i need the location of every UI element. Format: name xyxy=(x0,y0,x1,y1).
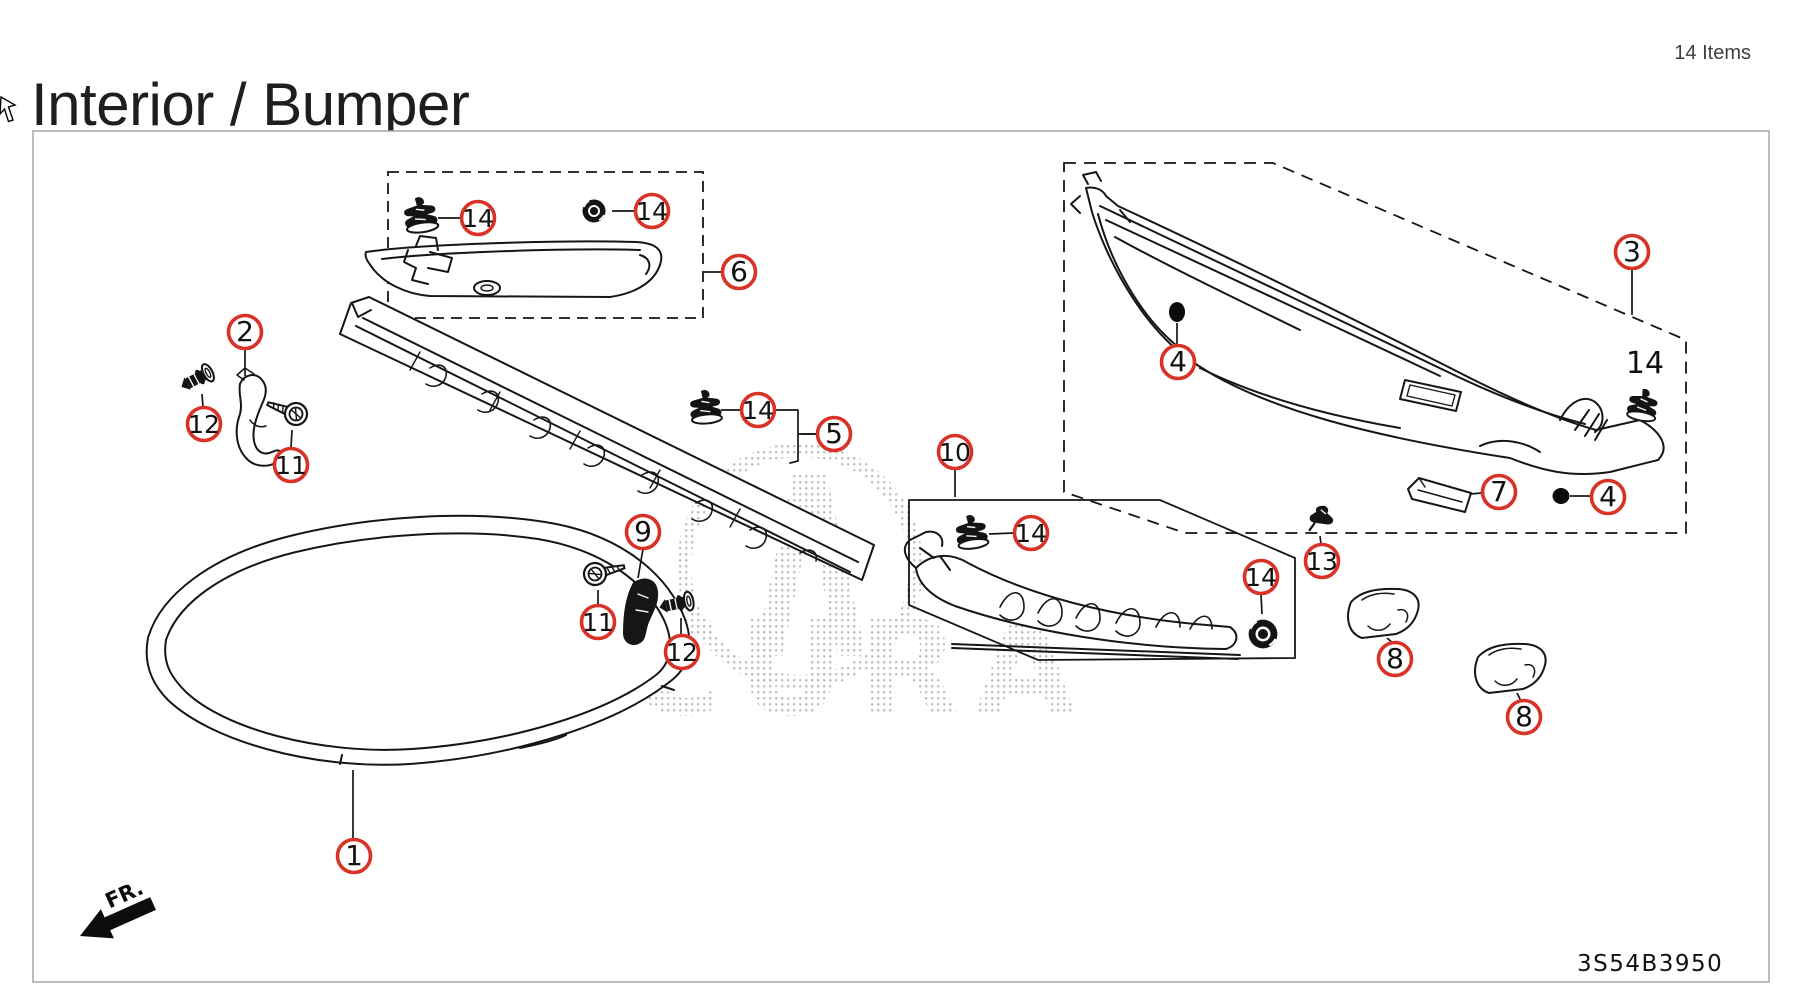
svg-text:2: 2 xyxy=(236,315,254,348)
svg-text:3: 3 xyxy=(1623,235,1641,268)
svg-text:7: 7 xyxy=(1490,475,1508,508)
callout-8[interactable]: 8 xyxy=(1505,692,1543,736)
callout-14[interactable]: 14 xyxy=(721,391,777,429)
callout-13[interactable]: 13 xyxy=(1303,535,1341,580)
callout-2[interactable]: 2 xyxy=(226,313,264,376)
callout-11[interactable]: 11 xyxy=(272,429,310,484)
page-title: Interior / Bumper xyxy=(31,71,470,139)
svg-text:12: 12 xyxy=(666,638,698,667)
svg-text:9: 9 xyxy=(634,515,652,548)
callout-5-bracket xyxy=(774,409,818,464)
part-7-drawing xyxy=(1407,477,1472,513)
callout-10[interactable]: 10 xyxy=(936,433,974,498)
callout-5[interactable]: 5 xyxy=(801,415,853,453)
svg-text:14: 14 xyxy=(1626,346,1664,381)
group-boxes xyxy=(387,162,1687,661)
svg-text:8: 8 xyxy=(1386,642,1404,675)
callout-7[interactable]: 7 xyxy=(1469,473,1518,511)
svg-text:14: 14 xyxy=(1015,519,1047,548)
svg-text:5: 5 xyxy=(825,417,843,450)
part-2-drawing xyxy=(235,367,283,467)
callout-4[interactable]: 4 xyxy=(1570,478,1627,516)
svg-text:11: 11 xyxy=(582,608,614,637)
callout-9[interactable]: 9 xyxy=(624,513,662,579)
grommet-4-b xyxy=(1552,488,1570,504)
grommet-14-e xyxy=(1247,618,1279,650)
callout-1[interactable]: 1 xyxy=(335,770,373,875)
callout-14[interactable]: 14 xyxy=(988,514,1050,552)
part-9-drawing xyxy=(623,578,659,645)
svg-text:6: 6 xyxy=(730,255,748,288)
part-5-drawing xyxy=(339,296,875,581)
callout-11[interactable]: 11 xyxy=(579,590,617,641)
svg-text:4: 4 xyxy=(1169,345,1187,378)
group-box-3 xyxy=(1063,162,1687,534)
diagram-code: 3S54B3950 xyxy=(1577,951,1723,977)
callout-14[interactable]: 14 xyxy=(1242,558,1280,615)
callout-4[interactable]: 4 xyxy=(1159,323,1197,381)
svg-text:8: 8 xyxy=(1515,700,1533,733)
acura-caliper-mark xyxy=(754,472,866,656)
part-8-drawing xyxy=(1347,587,1420,639)
svg-text:10: 10 xyxy=(939,438,971,467)
part-6-drawing xyxy=(364,235,663,298)
part-8b-drawing xyxy=(1474,642,1547,694)
svg-text:12: 12 xyxy=(188,410,220,439)
svg-text:14: 14 xyxy=(462,204,494,233)
grommet-4-a xyxy=(1169,302,1185,322)
acura-ring-logo xyxy=(677,443,923,689)
svg-text:14: 14 xyxy=(1245,563,1277,592)
callout-8[interactable]: 8 xyxy=(1376,637,1414,678)
callout-12[interactable]: 12 xyxy=(185,393,223,443)
svg-text:11: 11 xyxy=(275,451,307,480)
svg-text:4: 4 xyxy=(1599,480,1617,513)
mouse-cursor xyxy=(0,95,17,123)
items-count: 14 Items xyxy=(1674,42,1751,64)
callout-14[interactable]: 14 xyxy=(612,192,671,230)
svg-text:1: 1 xyxy=(345,839,363,872)
group-box-10 xyxy=(908,499,1296,661)
grommet-14-b xyxy=(581,198,607,224)
callout-6[interactable]: 6 xyxy=(704,253,758,291)
svg-text:14: 14 xyxy=(742,396,774,425)
svg-text:14: 14 xyxy=(636,197,668,226)
part-10-drawing xyxy=(903,530,1241,660)
callout-3[interactable]: 3 xyxy=(1613,233,1651,315)
fasteners xyxy=(175,194,1661,650)
callout-12[interactable]: 12 xyxy=(663,618,701,671)
callout-14-plain[interactable]: 14 xyxy=(1626,346,1664,381)
callout-14[interactable]: 14 xyxy=(438,199,497,237)
svg-text:13: 13 xyxy=(1306,547,1338,576)
group-box-6 xyxy=(387,171,704,319)
